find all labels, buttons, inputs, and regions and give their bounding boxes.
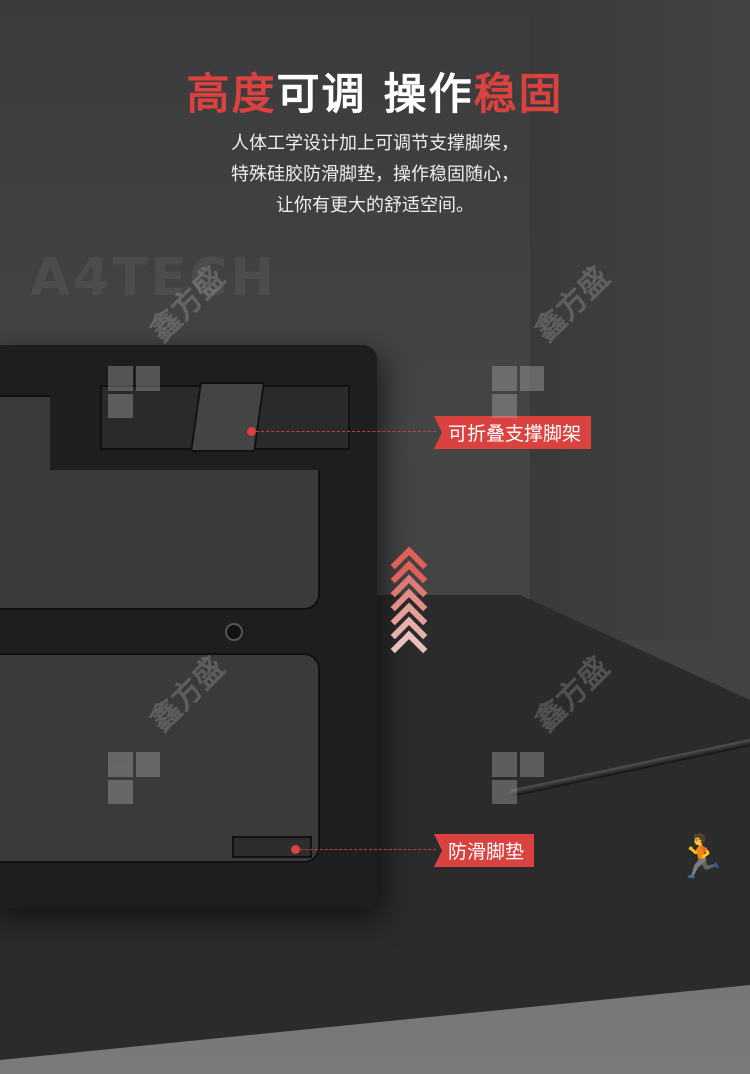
watermark-logo-icon bbox=[108, 752, 160, 804]
up-arrows-icon bbox=[390, 546, 428, 668]
page-title: 高度可调 操作稳固 bbox=[0, 60, 750, 122]
pad-leader-line bbox=[300, 849, 436, 850]
watermark-logo-icon bbox=[492, 752, 544, 804]
watermark-logo-icon bbox=[492, 366, 544, 418]
right-wall bbox=[530, 0, 750, 640]
title-white: 可调 操作 bbox=[276, 70, 474, 120]
anti-slip-pad bbox=[232, 836, 312, 858]
watermark-logo-icon bbox=[108, 366, 160, 418]
pad-callout: 防滑脚垫 bbox=[434, 834, 535, 867]
stand-callout: 可折叠支撑脚架 bbox=[434, 416, 592, 449]
keyboard-panel-bottom bbox=[0, 653, 320, 863]
title-red-2: 稳固 bbox=[473, 70, 564, 120]
running-businessman-icon: 🏃 bbox=[675, 832, 728, 881]
background-brand-logo: A4TECH bbox=[30, 248, 278, 308]
folding-stand bbox=[190, 382, 265, 452]
stand-leader-line bbox=[256, 431, 436, 432]
description-line: 特殊硅胶防滑脚垫，操作稳固随心， bbox=[231, 164, 519, 185]
screw bbox=[225, 623, 243, 641]
description: 人体工学设计加上可调节支撑脚架， 特殊硅胶防滑脚垫，操作稳固随心， 让你有更大的… bbox=[0, 128, 750, 221]
title-red-1: 高度 bbox=[186, 70, 277, 120]
description-line: 人体工学设计加上可调节支撑脚架， bbox=[231, 133, 519, 154]
description-line: 让你有更大的舒适空间。 bbox=[276, 195, 474, 216]
stand-marker-dot bbox=[247, 427, 256, 436]
pad-marker-dot bbox=[291, 845, 300, 854]
